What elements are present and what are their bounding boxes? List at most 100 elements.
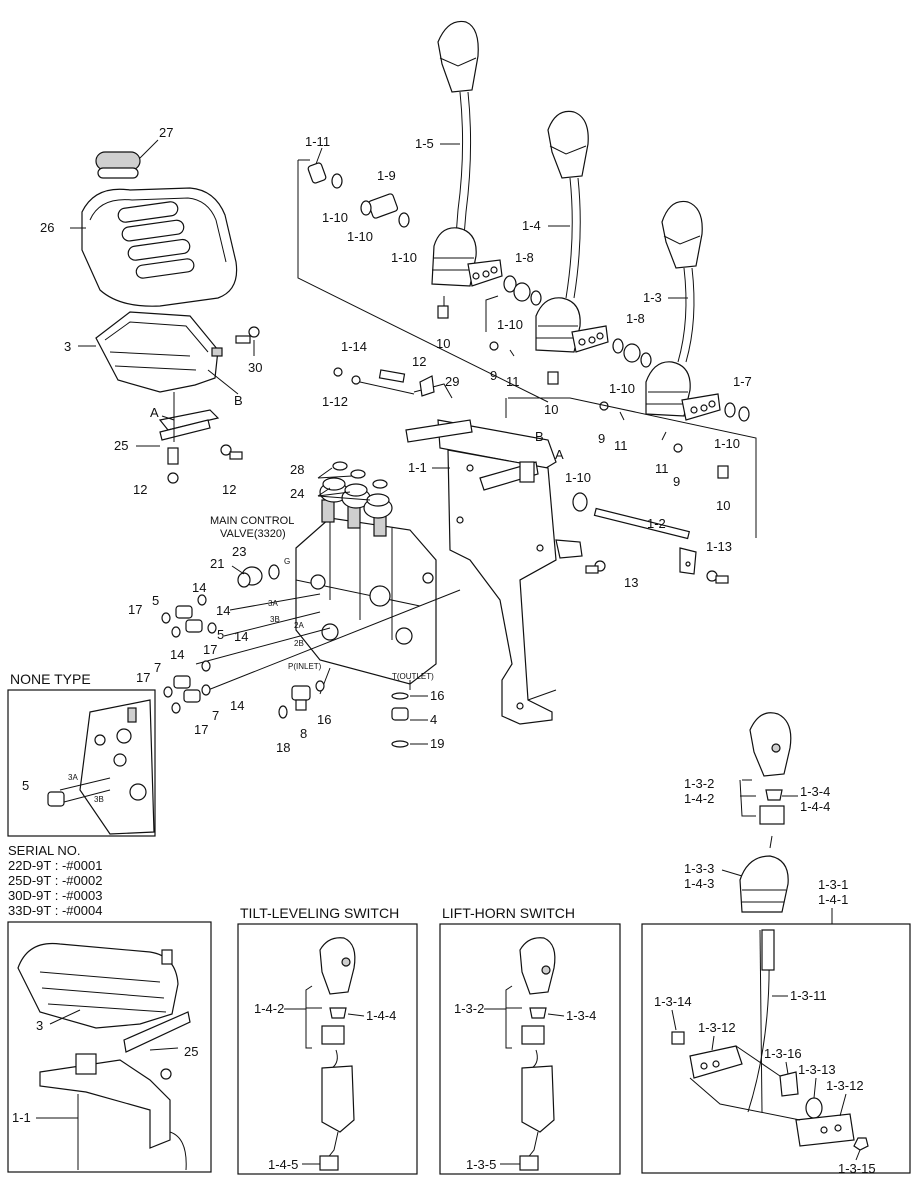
valve-label-line1: MAIN CONTROL <box>210 515 294 527</box>
callout-a-1: A <box>150 405 159 420</box>
rod-1-2 <box>585 507 729 584</box>
callout-21: 21 <box>210 556 224 571</box>
callout-tilt-1-4-4: 1-4-4 <box>366 1008 396 1023</box>
callout-horn-1-3-4: 1-3-4 <box>566 1008 596 1023</box>
callout-1-4-2: 1-4-2 <box>684 791 714 806</box>
callout-1-3-13: 1-3-13 <box>798 1062 836 1077</box>
callout-1-4-1: 1-4-1 <box>818 892 848 907</box>
callout-a-2: A <box>555 447 564 462</box>
inset-none-type <box>7 689 156 837</box>
callout-1-11: 1-11 <box>305 134 330 149</box>
callout-10-c: 10 <box>716 498 730 513</box>
callout-1-3-4: 1-3-4 <box>800 784 830 799</box>
callout-7-b: 7 <box>212 708 219 723</box>
callout-24: 24 <box>290 486 304 501</box>
callout-1-3-1: 1-3-1 <box>818 877 848 892</box>
callout-1-10-g: 1-10 <box>565 470 591 485</box>
port-outlet: T(OUTLET) <box>392 672 434 681</box>
lever-1-5 <box>431 20 503 319</box>
callout-1-8-a: 1-8 <box>515 250 534 265</box>
callout-1-1-b: 1-1 <box>12 1110 31 1125</box>
group-lines <box>297 159 757 538</box>
callout-10-b: 10 <box>544 402 558 417</box>
callout-1-5: 1-5 <box>415 136 434 151</box>
inset-serial <box>7 921 212 1173</box>
callout-25: 25 <box>114 438 128 453</box>
callout-1-1: 1-1 <box>408 460 427 475</box>
callout-1-10-b: 1-10 <box>347 229 373 244</box>
callout-1-9: 1-9 <box>377 168 396 183</box>
lever-1-4 <box>503 110 609 411</box>
inset-title-none-type: NONE TYPE <box>10 671 91 687</box>
exploded-lever-1-3 <box>671 712 869 1151</box>
pin-set-1-9 <box>307 147 410 228</box>
serial-row-3: 30D-9T : -#0003 <box>8 888 102 903</box>
callout-7-a: 7 <box>154 660 161 675</box>
callout-b-2: B <box>535 429 544 444</box>
inset-title-lift-horn: LIFT-HORN SWITCH <box>442 905 575 921</box>
callout-1-14: 1-14 <box>341 339 367 354</box>
port-3a: 3A <box>268 599 278 608</box>
callout-26: 26 <box>40 220 54 235</box>
callout-14-b: 14 <box>216 603 230 618</box>
callout-1-3-14: 1-3-14 <box>654 994 692 1009</box>
lever-1-3 <box>612 200 750 479</box>
callout-14-d: 14 <box>170 647 184 662</box>
callout-1-13: 1-13 <box>706 539 732 554</box>
callout-b-1: B <box>234 393 243 408</box>
callout-horn-1-3-5: 1-3-5 <box>466 1157 496 1172</box>
callout-14-a: 14 <box>192 580 206 595</box>
inset-tilt-leveling <box>237 923 418 1175</box>
callout-1-3-11: 1-3-11 <box>790 988 827 1003</box>
callout-12-a: 12 <box>133 482 147 497</box>
callout-12-b: 12 <box>222 482 236 497</box>
bracket-25 <box>136 392 243 484</box>
inset-exploded-lever <box>641 923 911 1174</box>
callout-9-b: 9 <box>598 431 605 446</box>
callout-14-e: 14 <box>230 698 244 713</box>
callout-1-10-a: 1-10 <box>322 210 348 225</box>
serial-row-1: 22D-9T : -#0001 <box>8 858 102 873</box>
callout-1-4: 1-4 <box>522 218 541 233</box>
main-control-valve <box>195 461 461 695</box>
callout-1-3-12-b: 1-3-12 <box>826 1078 864 1093</box>
callout-17-b: 17 <box>203 642 217 657</box>
none-type-3a: 3A <box>68 773 78 782</box>
callout-1-7: 1-7 <box>733 374 752 389</box>
port-3b: 3B <box>270 615 280 624</box>
callout-9-c: 9 <box>673 474 680 489</box>
inset-lift-horn <box>439 923 621 1175</box>
callout-1-10-c: 1-10 <box>391 250 417 265</box>
callout-17-c: 17 <box>136 670 150 685</box>
none-type-valve <box>47 699 155 835</box>
callout-1-12: 1-12 <box>322 394 348 409</box>
callout-1-4-4: 1-4-4 <box>800 799 830 814</box>
serial-inset-drawing <box>17 942 191 1171</box>
callout-23: 23 <box>232 544 246 559</box>
callout-12-c: 12 <box>412 354 426 369</box>
callout-5-c: 5 <box>22 778 29 793</box>
cover-assembly <box>70 139 238 307</box>
callout-1-3-2: 1-3-2 <box>684 776 714 791</box>
callout-8: 8 <box>300 726 307 741</box>
callout-19: 19 <box>430 736 444 751</box>
callout-tilt-1-4-5: 1-4-5 <box>268 1157 298 1172</box>
callout-27: 27 <box>159 125 173 140</box>
inset-title-tilt-leveling: TILT-LEVELING SWITCH <box>240 905 399 921</box>
serial-row-2: 25D-9T : -#0002 <box>8 873 102 888</box>
callout-17-d: 17 <box>194 722 208 737</box>
callout-1-3-16: 1-3-16 <box>764 1046 802 1061</box>
callout-17-a: 17 <box>128 602 142 617</box>
tilt-switch-drawing <box>305 937 356 1171</box>
callout-18: 18 <box>276 740 290 755</box>
callout-14-c: 14 <box>234 629 248 644</box>
port-fittings <box>161 594 217 714</box>
horn-switch-drawing <box>505 937 556 1171</box>
callout-4: 4 <box>430 712 437 727</box>
callout-25-b: 25 <box>184 1044 198 1059</box>
callout-5-b: 5 <box>217 627 224 642</box>
serial-heading: SERIAL NO. <box>8 843 80 858</box>
callout-tilt-1-4-2: 1-4-2 <box>254 1001 284 1016</box>
callout-1-3: 1-3 <box>643 290 662 305</box>
